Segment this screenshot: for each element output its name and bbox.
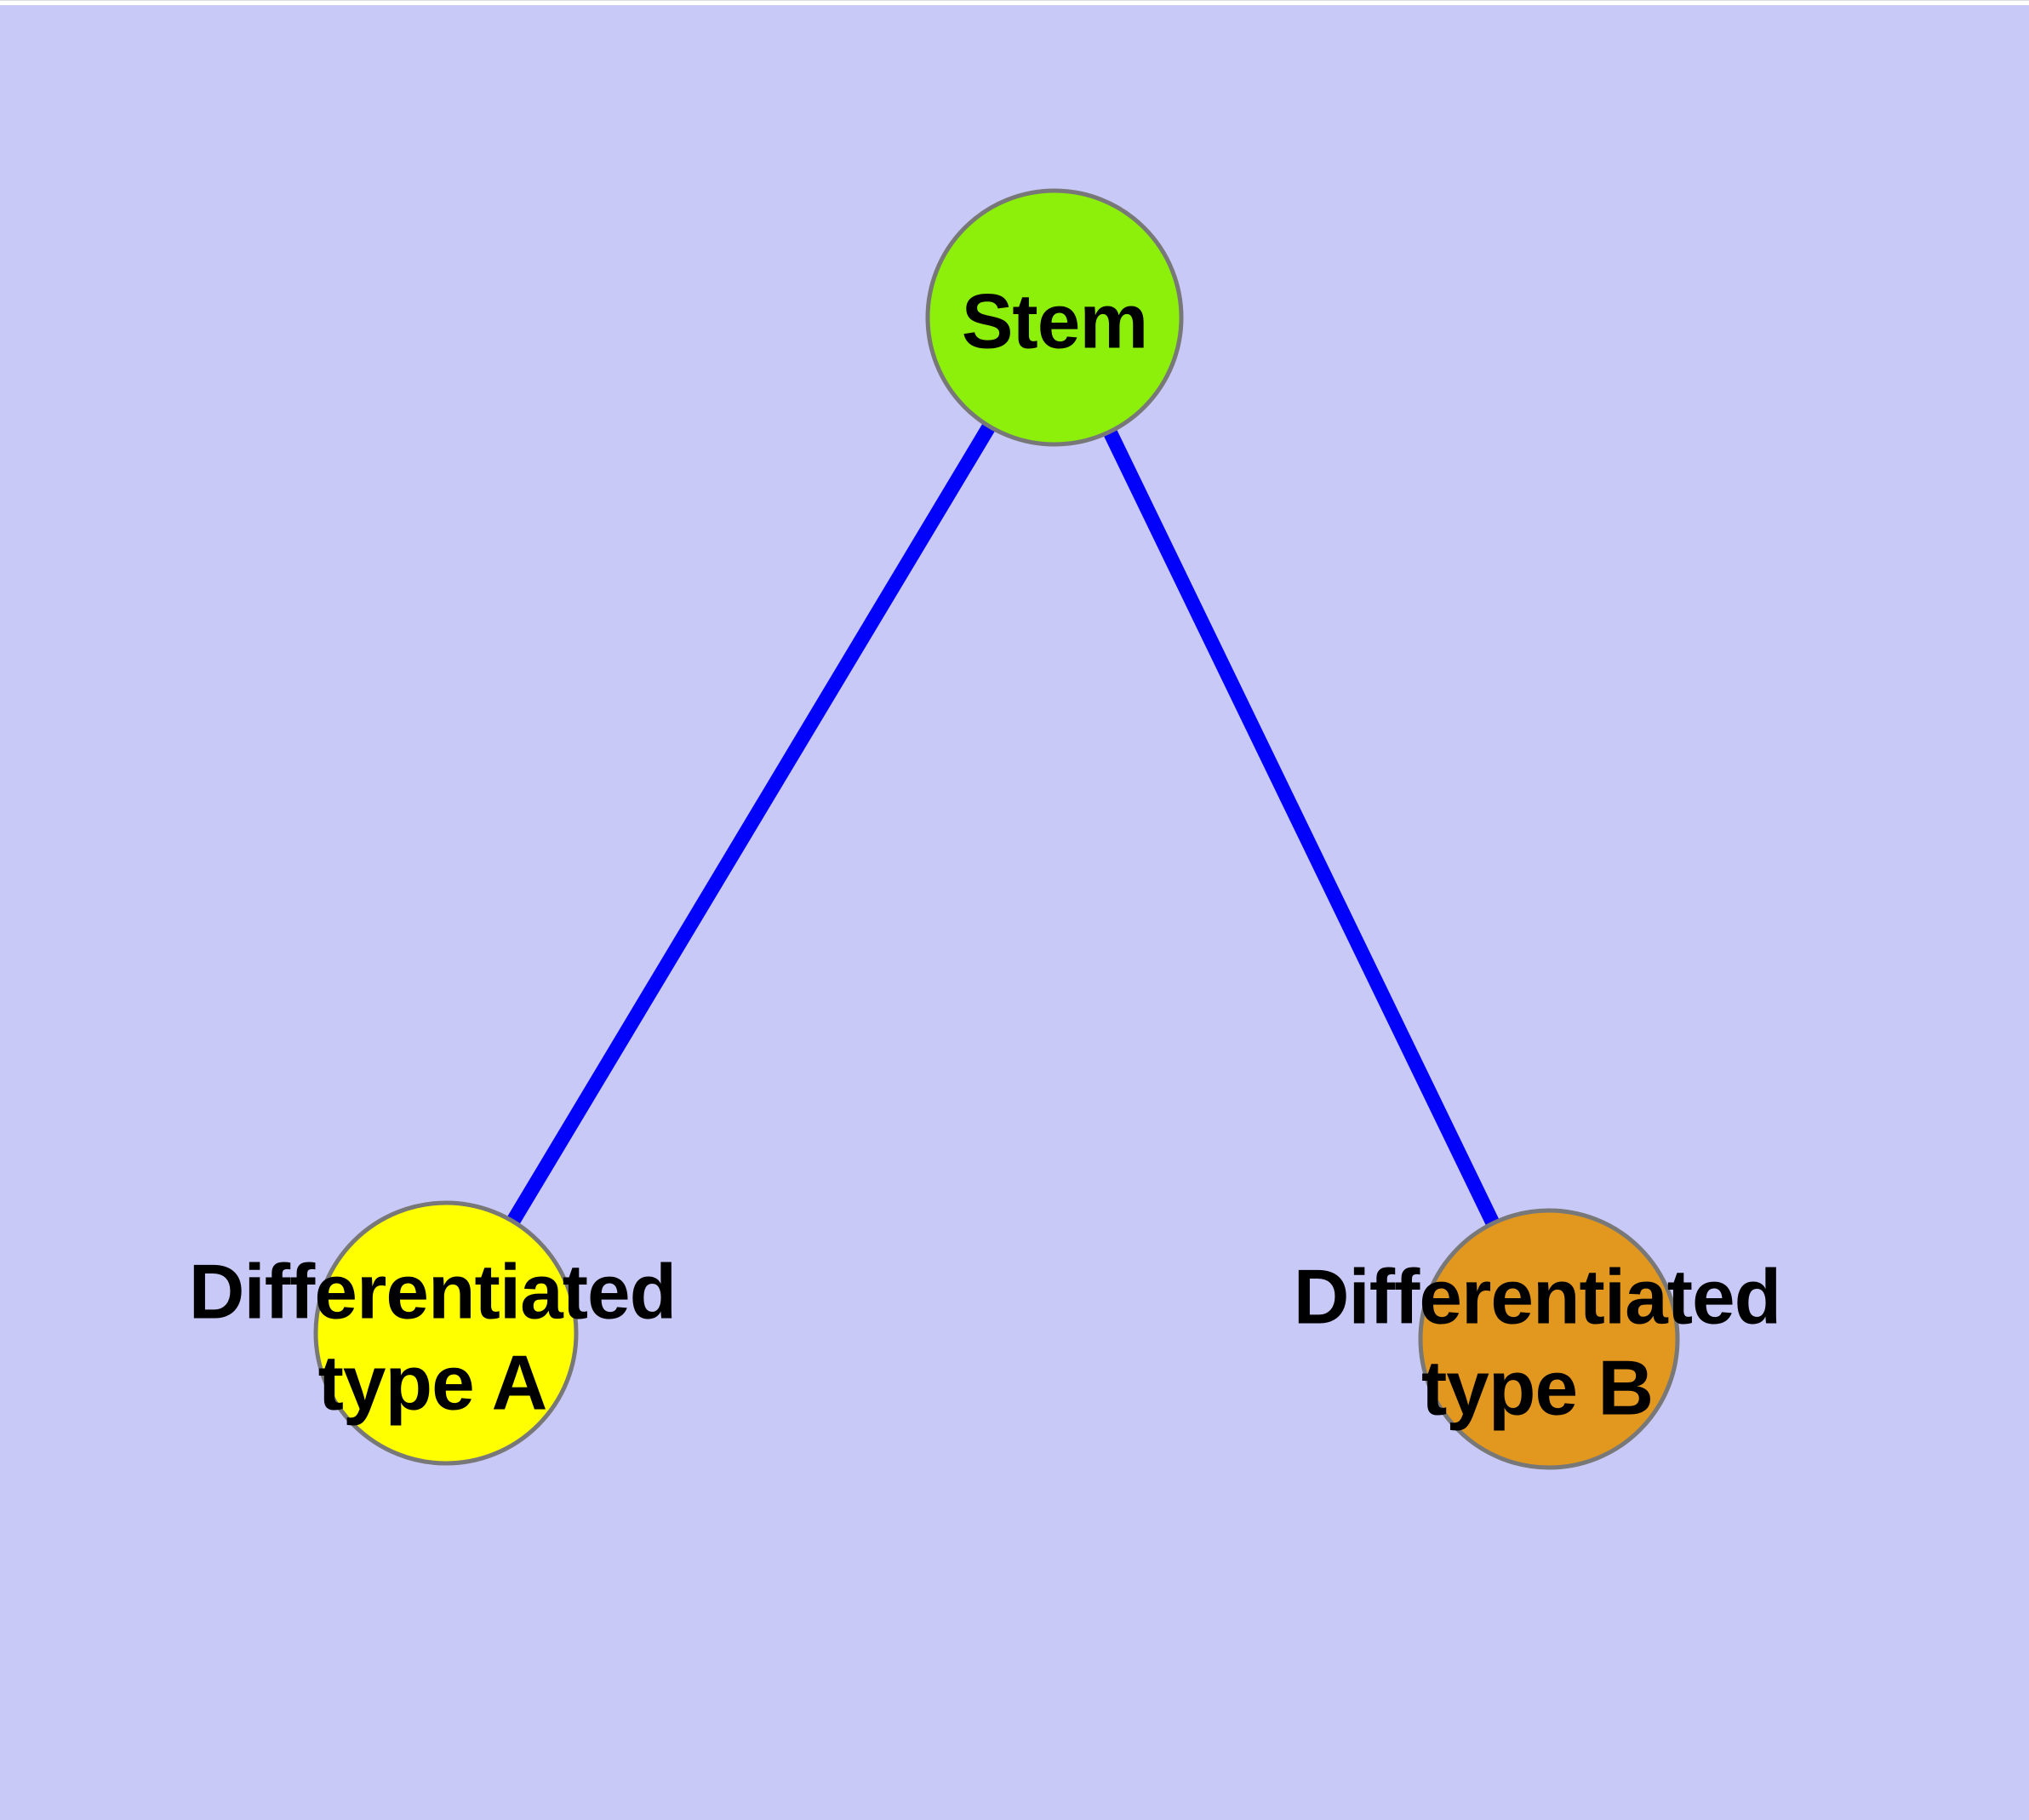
node-differentiated-type-b: [1418, 1208, 1680, 1470]
node-label-differentiated-type-a: Differentiated type A: [188, 1249, 677, 1427]
node-label-differentiated-type-b: Differentiated type B: [1293, 1254, 1782, 1432]
top-border-strip: [0, 0, 2029, 5]
edge-stem-to-type-a: [439, 313, 1061, 1337]
node-differentiated-type-a: [313, 1200, 579, 1466]
node-label-stem: Stem: [961, 278, 1149, 365]
edge-stem-to-type-b: [1048, 314, 1556, 1342]
node-stem: [925, 188, 1184, 447]
